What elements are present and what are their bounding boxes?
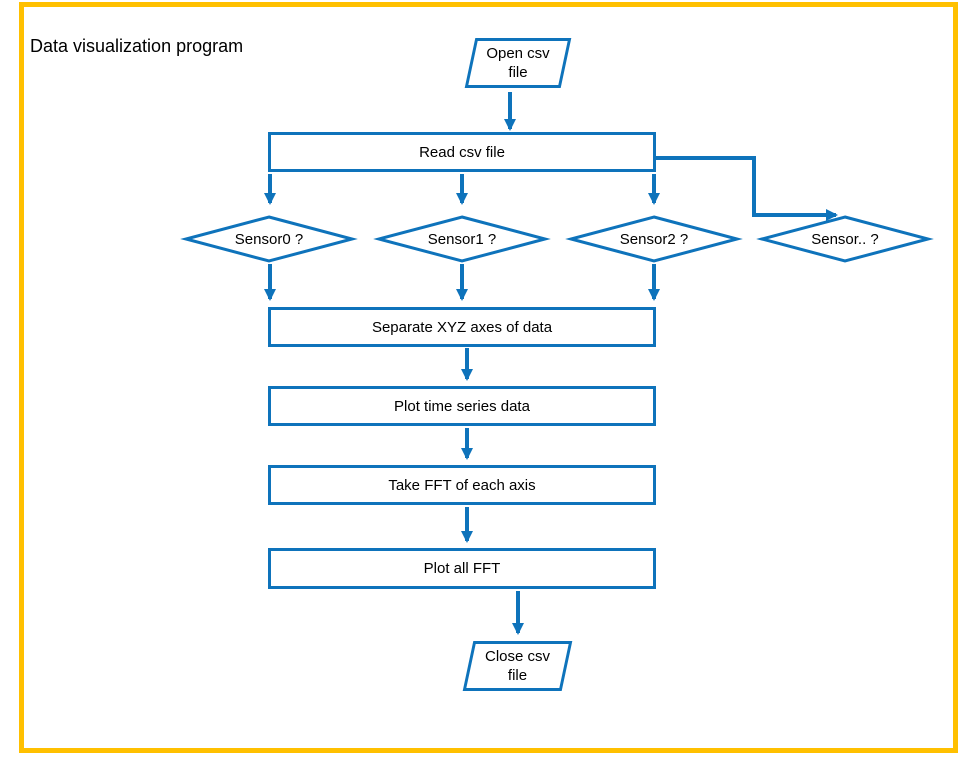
node-label: Read csv file bbox=[419, 143, 505, 161]
node-label: Close csv file bbox=[484, 648, 551, 684]
diagram-title: Data visualization program bbox=[30, 36, 244, 56]
node-label: Plot time series data bbox=[394, 397, 530, 415]
node-label: Plot all FFT bbox=[423, 560, 501, 577]
diamond-shape bbox=[180, 215, 358, 263]
diagram-border bbox=[19, 2, 958, 753]
node-sensor0: Sensor0 ? bbox=[180, 215, 358, 263]
node-sensor1: Sensor1 ? bbox=[373, 215, 551, 263]
node-take-fft: Take FFT of each axis bbox=[268, 465, 656, 505]
diamond-shape bbox=[565, 215, 743, 263]
node-close-csv: Close csv file bbox=[460, 641, 575, 691]
node-open-csv: Open csv file bbox=[462, 38, 574, 88]
node-sensor2: Sensor2 ? bbox=[565, 215, 743, 263]
diamond-shape bbox=[373, 215, 551, 263]
node-plot-all-fft: Plot all FFT bbox=[268, 548, 656, 589]
node-read-csv: Read csv file bbox=[268, 132, 656, 172]
node-label: Sensor0 ? bbox=[234, 230, 304, 248]
node-label: Sensor1 ? bbox=[427, 230, 497, 248]
diamond-shape bbox=[756, 215, 934, 263]
node-label: Sensor.. ? bbox=[811, 230, 879, 248]
node-sensor-n: Sensor.. ? bbox=[756, 215, 934, 263]
node-label: Sensor2 ? bbox=[619, 230, 689, 248]
node-separate-axes: Separate XYZ axes of data bbox=[268, 307, 656, 347]
node-label: Separate XYZ axes of data bbox=[371, 318, 553, 336]
node-plot-time-series: Plot time series data bbox=[268, 386, 656, 426]
node-label: Take FFT of each axis bbox=[388, 476, 536, 494]
node-label: Open csv file bbox=[486, 45, 550, 81]
